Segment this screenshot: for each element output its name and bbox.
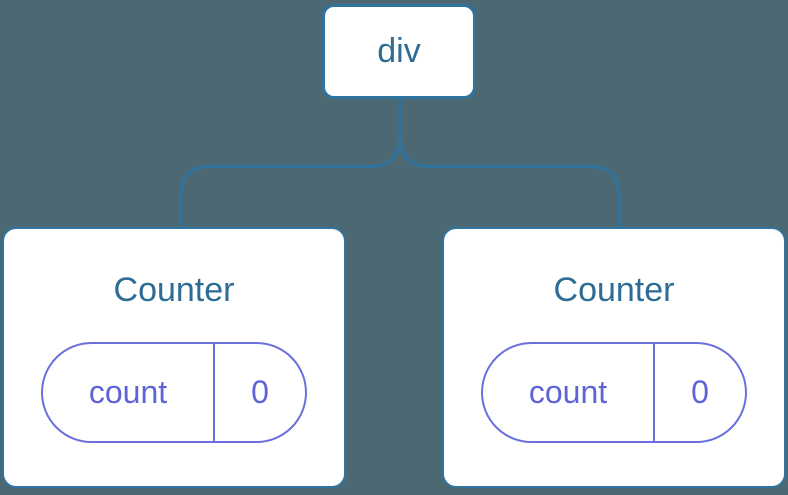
- root-node-div: div: [322, 4, 476, 99]
- connector-right-branch: [398, 135, 621, 227]
- counter-card-right: Counter count 0: [442, 227, 786, 488]
- state-pill: count 0: [41, 342, 307, 444]
- connector-left-branch: [179, 99, 402, 227]
- state-key: count: [528, 374, 608, 411]
- root-node-label: div: [377, 32, 421, 70]
- state-pill: count 0: [481, 342, 747, 444]
- counter-card-left: Counter count 0: [2, 227, 346, 488]
- state-value: 0: [251, 374, 269, 411]
- component-title: Counter: [553, 271, 675, 309]
- state-value-cell: 0: [655, 344, 745, 441]
- state-key-cell: count: [483, 344, 655, 442]
- state-value: 0: [691, 374, 709, 411]
- component-title: Counter: [113, 271, 235, 309]
- state-key-cell: count: [43, 344, 215, 442]
- state-key: count: [88, 374, 168, 411]
- state-value-cell: 0: [215, 344, 305, 441]
